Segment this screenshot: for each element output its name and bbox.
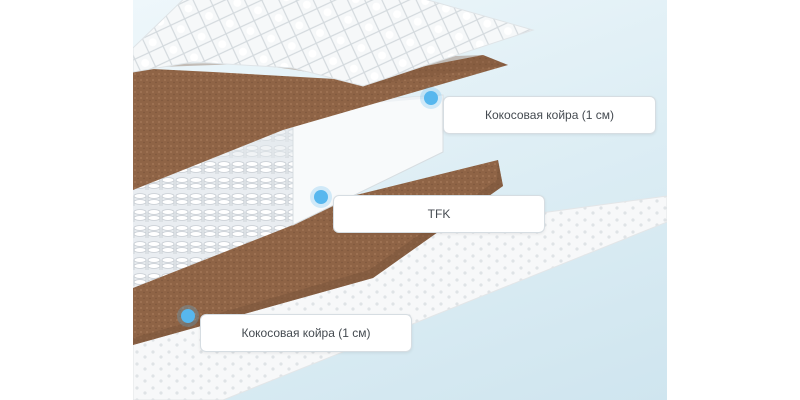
- top-coir-layer: [133, 55, 508, 190]
- layer-label-top-coir: Кокосовая койра (1 см): [485, 108, 614, 122]
- layer-marker-bottom-coir: [181, 309, 195, 323]
- layer-marker-tfk: [314, 190, 328, 204]
- quilted-top-cover: [133, 0, 535, 87]
- layer-label-bottom-coir: Кокосовая койра (1 см): [241, 326, 371, 340]
- layer-callout-top-coir: Кокосовая койра (1 см): [443, 96, 656, 134]
- layer-marker-top-coir: [424, 91, 438, 105]
- layer-callout-tfk: TFK: [333, 195, 545, 233]
- layer-callout-bottom-coir: Кокосовая койра (1 см): [200, 314, 412, 352]
- layer-label-tfk: TFK: [427, 207, 451, 221]
